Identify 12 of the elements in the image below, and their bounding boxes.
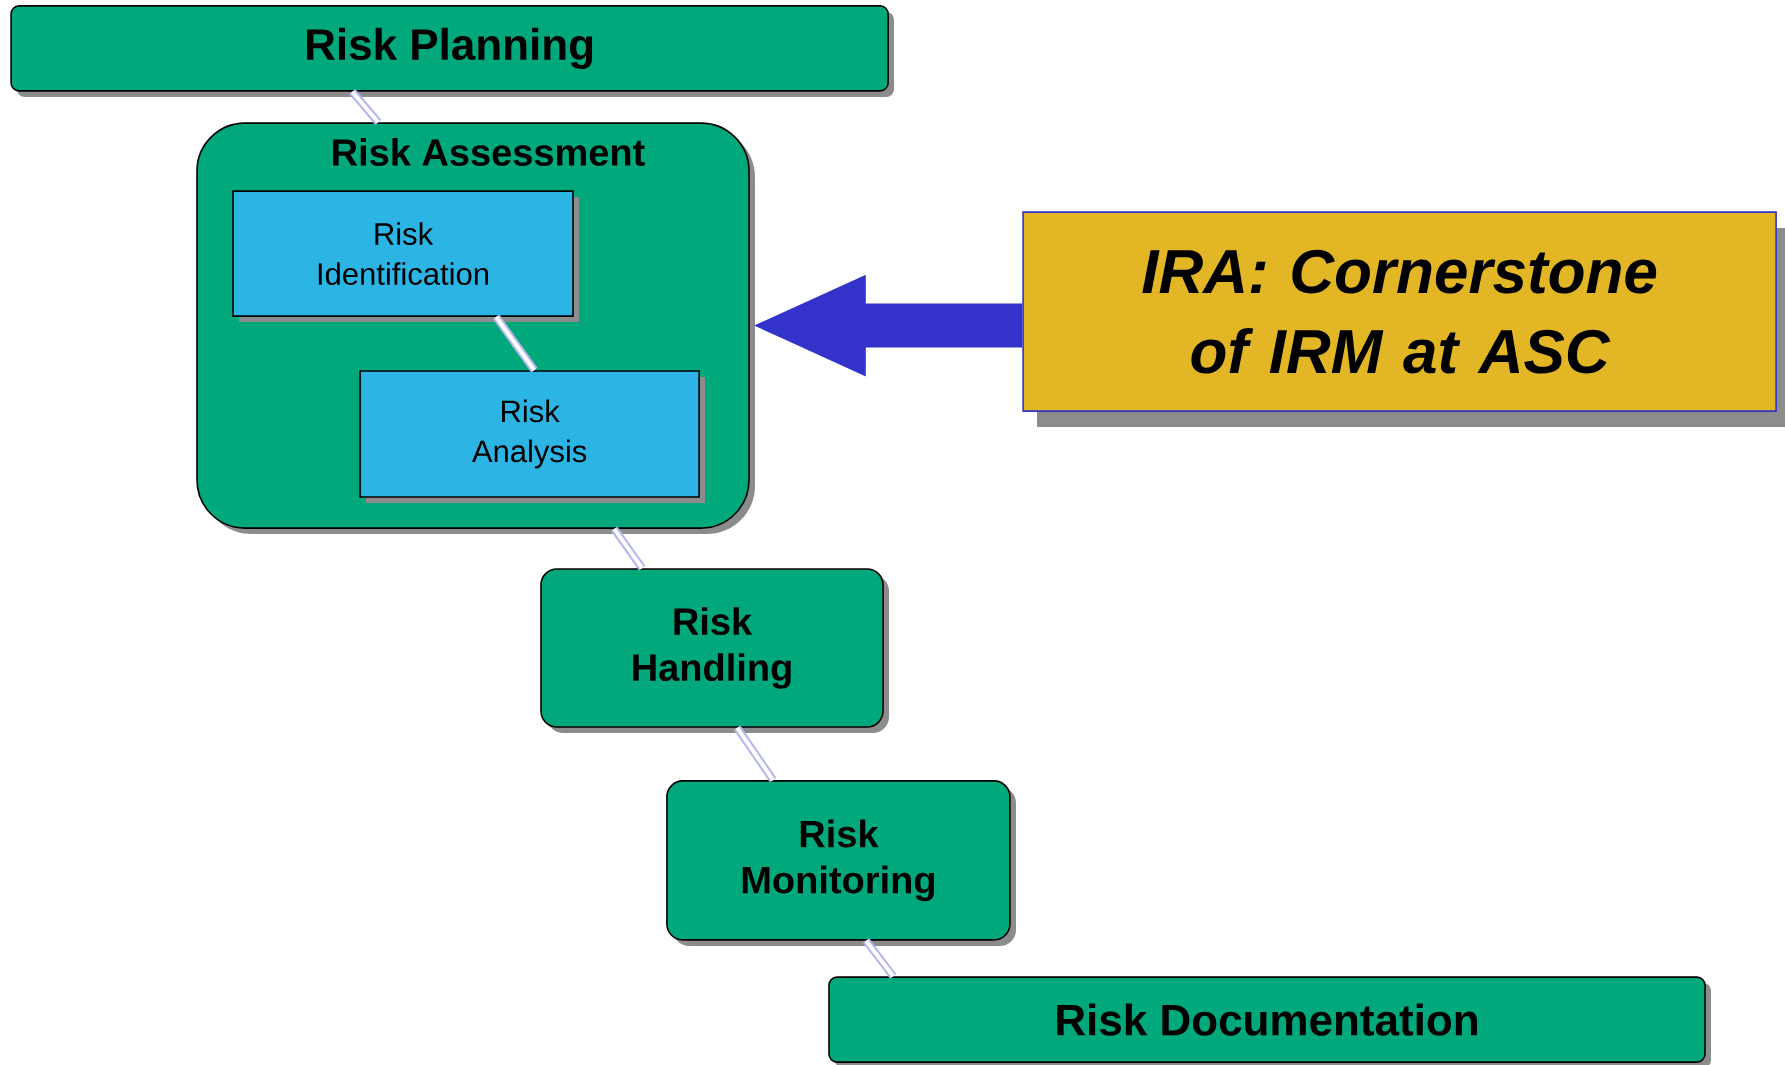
process-box: Risk Analysis — [359, 370, 705, 503]
connector-line — [492, 314, 538, 373]
process-box: Risk Monitoring — [666, 780, 1016, 946]
stage-bar: Risk Documentation — [828, 976, 1711, 1065]
connector-line — [349, 89, 382, 125]
connector-line — [862, 938, 897, 979]
callout-box: IRA: Cornerstone of IRM at ASC — [1022, 211, 1785, 427]
process-box: Risk Identification — [232, 190, 579, 322]
connector-line — [733, 725, 777, 783]
stage-bar: Risk Planning — [10, 5, 894, 97]
connector-line — [610, 526, 646, 571]
process-box: Risk Handling — [540, 568, 889, 733]
